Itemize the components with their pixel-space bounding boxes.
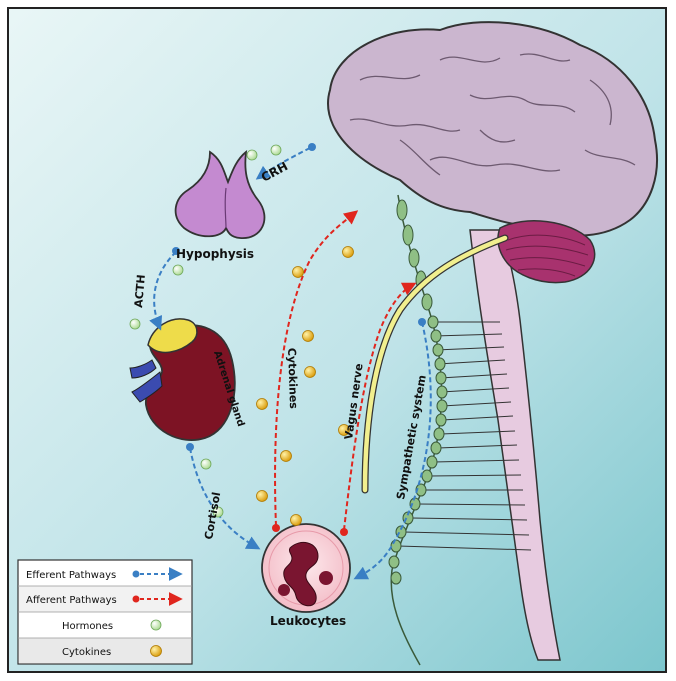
label-hypophysis: Hypophysis	[176, 247, 254, 261]
legend-cytokines-label: Cytokines	[62, 647, 111, 658]
leukocyte-cell	[261, 523, 351, 613]
legend-row-cytokines	[19, 638, 191, 663]
sympathetic-ganglia	[388, 199, 448, 585]
cerebellum-folds	[505, 234, 589, 277]
label-acth: ACTH	[132, 274, 148, 308]
legend-efferent-dot	[132, 570, 140, 578]
legend-hormones-label: Hormones	[62, 621, 113, 632]
label-cytokines: Cytokines	[285, 348, 300, 410]
brain-folds	[349, 53, 636, 176]
vagal-path	[343, 282, 417, 531]
legend-cytokine-icon	[150, 645, 162, 657]
cytokine-path	[274, 210, 359, 527]
cytokine-particles	[256, 246, 354, 526]
hormone-particles	[129, 144, 282, 518]
sympathetic-path	[353, 321, 432, 580]
efferent-origins	[172, 143, 426, 451]
legend: Efferent Pathways Afferent Pathways Horm…	[17, 559, 193, 665]
acth-path	[149, 251, 177, 331]
hypophysis-gland	[174, 149, 266, 239]
legend-row-hormones	[19, 612, 191, 638]
label-leukocytes: Leukocytes	[270, 614, 346, 628]
vagus-nerve	[362, 235, 508, 493]
legend-hormone-icon	[150, 619, 162, 631]
kidney-adrenal	[129, 318, 236, 441]
afferent-paths	[274, 210, 417, 531]
afferent-origins	[272, 524, 348, 536]
legend-afferent-label: Afferent Pathways	[26, 595, 117, 606]
legend-efferent-label: Efferent Pathways	[26, 570, 116, 581]
brain	[327, 21, 659, 237]
spinal-nerves	[397, 321, 532, 551]
legend-afferent-dot	[132, 595, 140, 603]
